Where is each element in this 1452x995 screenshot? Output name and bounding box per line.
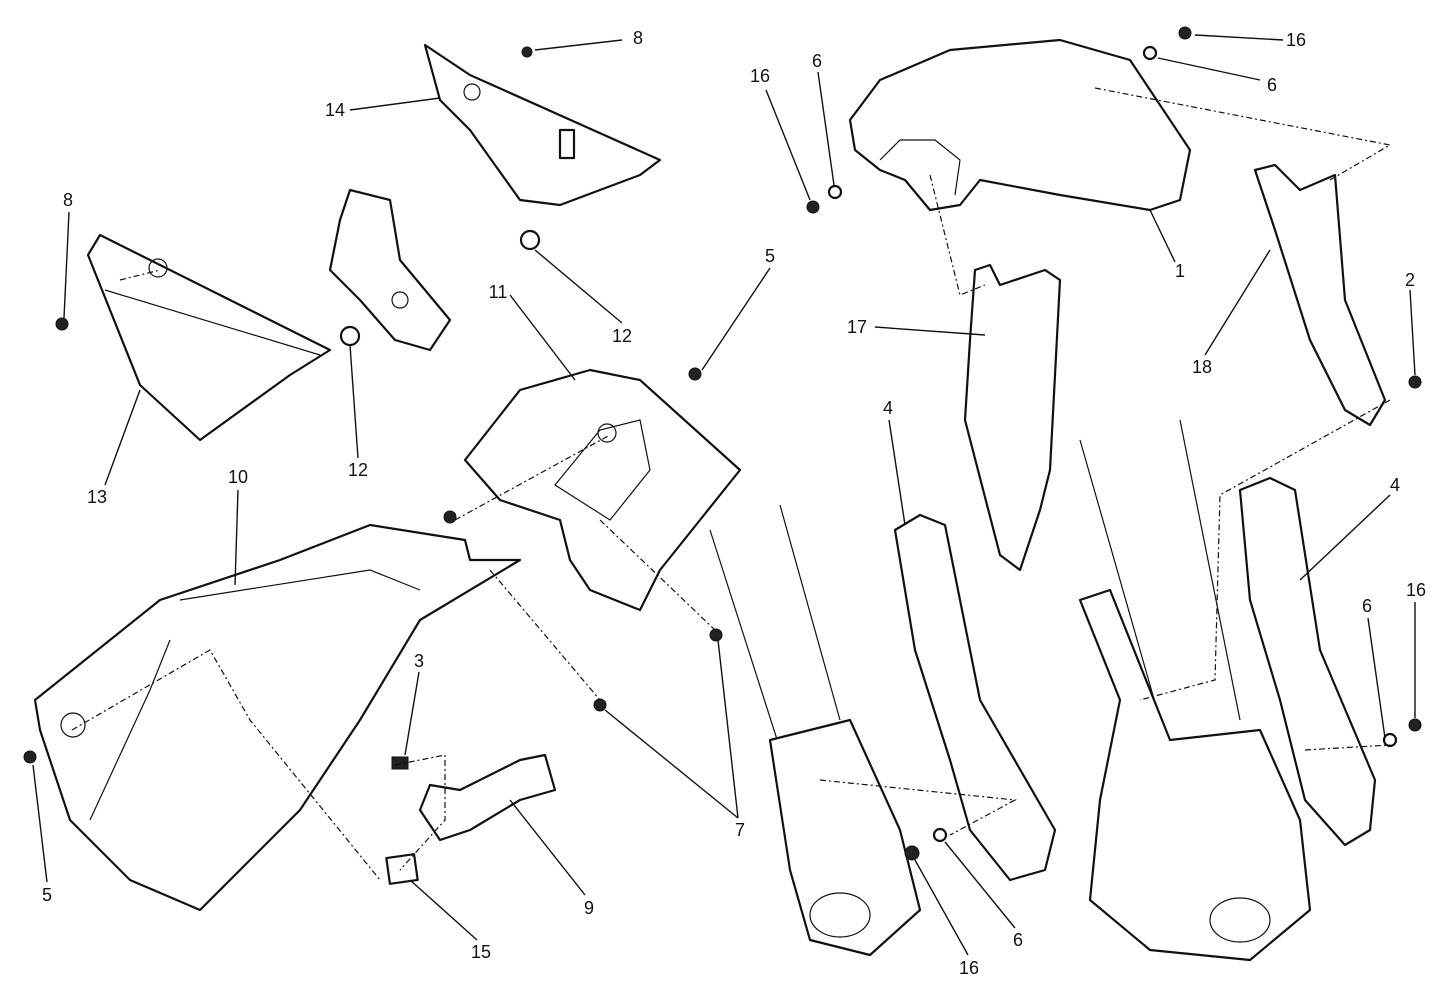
part-13-panel [86, 233, 332, 442]
right-fork-leg [1078, 419, 1312, 962]
callout-16: 16 [1286, 30, 1306, 50]
part-3-screw [391, 756, 409, 770]
part-18-bracket [1253, 163, 1387, 427]
part-10-fairing [33, 523, 522, 912]
part-4-fork-guard-left [893, 513, 1057, 882]
callout-2: 2 [1405, 270, 1415, 290]
callout-15: 15 [471, 942, 491, 962]
callout-5: 5 [42, 885, 52, 905]
part-4-fork-guard-right [1238, 476, 1377, 847]
mounting-bracket [328, 188, 452, 352]
part-17-bracket [963, 263, 1062, 572]
callout-16: 16 [959, 958, 979, 978]
callout-11: 11 [489, 282, 508, 302]
part-1-mudguard [848, 38, 1192, 212]
callout-6: 6 [1362, 596, 1372, 616]
callout-4: 4 [1390, 475, 1400, 495]
callout-6: 6 [1267, 75, 1277, 95]
fasteners [23, 26, 1422, 861]
callout-8: 8 [633, 28, 643, 48]
callout-3: 3 [414, 651, 424, 671]
callout-labels: 8 14 16 6 16 6 8 1 18 2 12 5 11 17 13 12… [42, 28, 1426, 978]
callout-9: 9 [584, 898, 594, 918]
left-fork-leg [709, 504, 922, 957]
part-15-nut [385, 853, 419, 885]
assembly-lines [71, 87, 1392, 881]
callout-13: 13 [87, 487, 107, 507]
callout-14: 14 [325, 100, 345, 120]
callout-12: 12 [348, 460, 368, 480]
callout-6: 6 [812, 51, 822, 71]
callout-6: 6 [1013, 930, 1023, 950]
leader-lines [32, 34, 1416, 956]
callout-7: 7 [735, 820, 745, 840]
callout-1: 1 [1175, 261, 1185, 281]
part-11-support [463, 368, 742, 612]
callout-5: 5 [765, 246, 775, 266]
part-9-bracket [385, 753, 557, 885]
callout-16: 16 [750, 66, 770, 86]
callout-10: 10 [228, 467, 248, 487]
part-14-cover [423, 43, 662, 251]
callout-12: 12 [612, 326, 632, 346]
callout-4: 4 [883, 398, 893, 418]
callout-18: 18 [1192, 357, 1212, 377]
callout-8: 8 [63, 190, 73, 210]
callout-16: 16 [1406, 580, 1426, 600]
callout-17: 17 [847, 317, 867, 337]
